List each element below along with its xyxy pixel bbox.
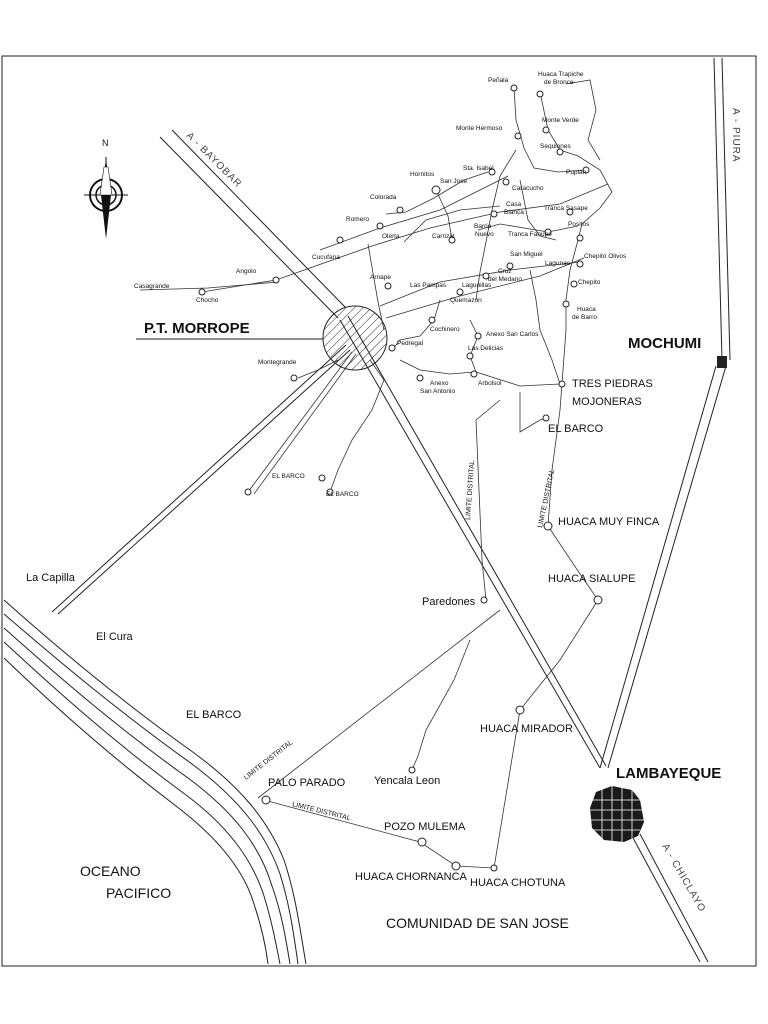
coastline [3,599,307,965]
place-label-small-34: Chocho [196,297,219,304]
place-label-small-2: de Bronce [544,79,574,86]
place-label-small-38: Cochinero [430,326,460,333]
place-label-small-8: Hornitos [410,171,435,178]
place-label-small-15: Romero [346,216,370,223]
ocean-label-1: OCEANO [80,863,141,879]
place-label-small-13: Blanca [504,209,524,216]
place-label-small-45: San Antonio [420,388,455,395]
place-label-small-41: Las Delicias [468,345,504,352]
place-label-1: MOJONERAS [572,396,642,408]
place-label-small-33: Lagunillas [462,282,492,289]
place-label-small-9: San Jose [440,178,467,185]
place-nodes [198,84,603,872]
place-label-small-28: del Medano [488,276,522,283]
place-label-small-23: Cucufana [312,254,340,261]
place-label-8: EL BARCO [186,709,242,721]
place-label-12: POZO MULEMA [384,821,466,833]
place-label-small-6: Sta. Isabel [463,165,494,172]
place-label-small-39: Anexo San Carlos [486,331,539,338]
highway-bayobar [159,129,347,319]
place-label-small-27: Cruz [498,268,512,275]
place-label-13: HUACA CHORNANCA [355,871,468,883]
place-label-small-36: Huaca [577,306,596,313]
place-label-4: HUACA SIALUPE [548,573,635,585]
place-label-small-16: Positos [568,221,590,228]
place-label-small-12: Casa [506,201,522,208]
district-limit-label-1: LIMITE DISTRITAL [465,460,476,520]
place-label-small-46: EL BARCO [272,473,305,480]
place-label-6: Paredones [422,596,476,608]
road-morrope-lambayeque [339,315,607,769]
place-label-small-26: Angolo [236,268,257,275]
highway-bayobar-label: A - BAYOBAR [184,130,244,190]
place-label-11: PALO PARADO [268,777,346,789]
north-arrow-icon [84,157,128,239]
place-label-small-14: Tranca Sasape [544,205,588,212]
medium-place-labels: TRES PIEDRAS MOJONERAS EL BARCO HUACA MUY F… [26,378,660,889]
place-label-small-47: EL BARCO [326,491,359,498]
place-label-2: EL BARCO [548,423,604,435]
place-label-small-20: Carrizal [432,233,455,240]
place-label-small-42: Montegrande [258,359,297,366]
place-label-3: HUACA MUY FINCA [558,516,660,528]
place-label-small-40: Pedregal [397,340,424,347]
highway-chiclayo [631,833,709,963]
place-label-small-24: San Miguel [510,251,543,258]
place-label-small-11: Colorada [370,194,397,201]
place-label-small-44: Anexo [430,380,449,387]
place-label-7: El Cura [96,631,134,643]
lambayeque-urban-area [590,786,644,842]
place-label-small-17: Barrio [474,223,492,230]
place-label-small-5: Sequiones [540,143,571,150]
place-label-small-22: Chepito Olivos [584,253,627,260]
highway-chiclayo-label: A - CHICLAYO [659,842,707,915]
place-label-0: TRES PIEDRAS [572,378,653,390]
district-limit-lines [257,329,599,869]
place-label-5: La Capilla [26,572,76,584]
district-limit-label-4: LIMITE DISTRITAL [292,801,352,822]
place-label-small-4: Monte Hermoso [456,125,503,132]
comunidad-label: COMUNIDAD DE SAN JOSE [386,915,569,931]
highway-piura-label: A - PIURA [730,108,741,163]
north-label: N [102,138,109,148]
northern-road-network [139,79,613,493]
place-label-14: HUACA CHOTUNA [470,877,566,889]
place-label-small-25: Lagunas [545,260,571,267]
place-label-small-29: Arnape [370,274,391,281]
place-label-small-0: Peñala [488,77,509,84]
morrope-label: P.T. MORROPE [144,320,250,337]
ocean-label-2: PACIFICO [106,885,171,901]
place-label-small-1: Huaca Trapiche [538,71,584,78]
place-label-small-43: Arbolsol [478,380,502,387]
place-label-small-18: Nuevo [475,231,494,238]
place-label-small-19: Tranca Fanupe [508,231,552,238]
place-label-small-32: Las Pampas [410,282,447,289]
road-morrope-capilla [51,344,357,615]
mochumi-label: MOCHUMI [628,335,701,352]
place-label-small-7: Puplan [566,169,587,176]
place-label-small-21: Olerla [382,233,400,240]
map-frame [1,55,757,967]
place-label-10: Yencala Leon [374,775,440,787]
place-label-small-10: Caracucho [512,185,544,192]
highway-piura [599,57,731,769]
mochumi-town-block [717,356,727,368]
place-label-small-37: de Barro [572,314,597,321]
district-limit-label-2: LIMITE DISTRITAL [537,468,556,528]
morrope-urban-area [322,305,388,371]
place-label-small-31: Casagrande [134,283,170,290]
place-label-9: HUACA MIRADOR [480,723,573,735]
lambayeque-label: LAMBAYEQUE [616,765,721,782]
place-label-small-3: Monte Verde [542,117,579,124]
place-label-small-35: Quemazon [450,297,482,304]
place-label-small-30: Chepito [578,279,601,286]
